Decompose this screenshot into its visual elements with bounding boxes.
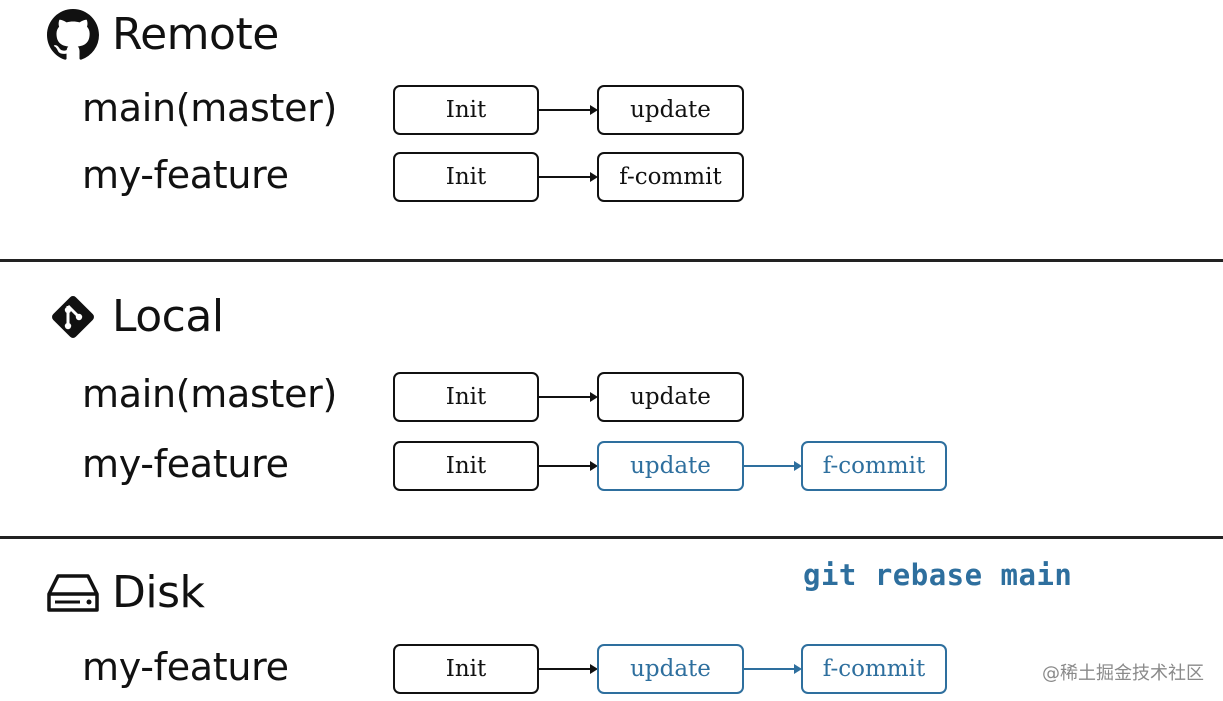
local-feature-commit-init: Init xyxy=(393,441,539,491)
local-branch-feature-label: my-feature xyxy=(82,442,289,486)
github-octocat-icon xyxy=(46,8,100,62)
remote-main-arrow xyxy=(539,105,598,115)
remote-feature-commit-fcommit: f-commit xyxy=(597,152,744,202)
remote-feature-commit-init: Init xyxy=(393,152,539,202)
section-divider xyxy=(0,259,1223,262)
local-feature-commit-fcommit: f-commit xyxy=(801,441,947,491)
disk-feature-commit-init: Init xyxy=(393,644,539,694)
disk-feature-commit-fcommit: f-commit xyxy=(801,644,947,694)
local-title-label: Local xyxy=(112,291,224,342)
disk-feature-commit-update: update xyxy=(597,644,744,694)
disk-feature-arrow-2 xyxy=(744,664,802,674)
git-rebase-command: git rebase main xyxy=(803,558,1073,592)
watermark-text: @稀土掘金技术社区 xyxy=(1042,663,1204,684)
remote-branch-feature-label: my-feature xyxy=(82,153,289,197)
local-branch-main-label: main(master) xyxy=(82,372,337,416)
disk-section-title: Disk xyxy=(46,566,205,620)
hard-disk-icon xyxy=(46,566,100,620)
local-main-commit-update: update xyxy=(597,372,744,422)
git-logo-icon xyxy=(46,290,100,344)
disk-feature-arrow-1 xyxy=(539,664,598,674)
remote-main-commit-init: Init xyxy=(393,85,539,135)
remote-branch-main-label: main(master) xyxy=(82,86,337,130)
local-section-title: Local xyxy=(46,290,224,344)
local-feature-arrow-2 xyxy=(744,461,802,471)
remote-feature-arrow xyxy=(539,172,598,182)
local-main-commit-init: Init xyxy=(393,372,539,422)
local-feature-arrow-1 xyxy=(539,461,598,471)
remote-main-commit-update: update xyxy=(597,85,744,135)
disk-title-label: Disk xyxy=(112,567,205,618)
local-feature-commit-update: update xyxy=(597,441,744,491)
remote-title-label: Remote xyxy=(112,9,279,60)
section-divider xyxy=(0,536,1223,539)
disk-branch-feature-label: my-feature xyxy=(82,645,289,689)
local-main-arrow xyxy=(539,392,598,402)
remote-section-title: Remote xyxy=(46,8,279,62)
